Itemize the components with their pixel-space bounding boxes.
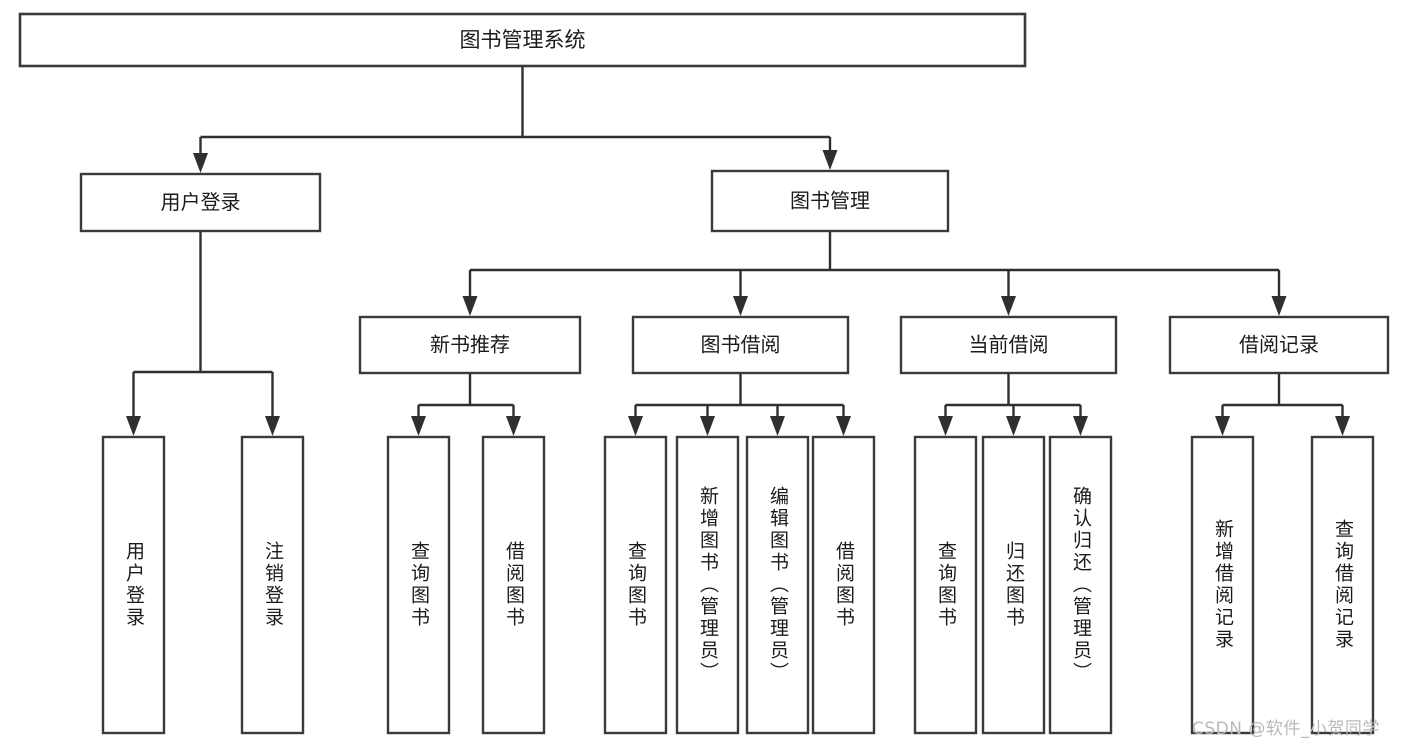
edge-group-book-manage bbox=[462, 231, 1287, 316]
arrow-head-icon bbox=[1001, 296, 1016, 316]
node-label-new-book-rec: 新书推荐 bbox=[430, 333, 510, 357]
node-box-current-borrow[interactable] bbox=[899, 315, 1118, 375]
node-box-leaf-query-book-rec[interactable] bbox=[386, 435, 451, 735]
connector-layer bbox=[126, 66, 1350, 436]
arrow-head-icon bbox=[628, 416, 643, 436]
arrow-head-icon bbox=[1006, 416, 1021, 436]
edge-group-borrow-record bbox=[1215, 373, 1350, 436]
watermark-text: CSDN @软件_小贺同学 bbox=[1192, 719, 1380, 739]
node-box-user-login[interactable] bbox=[79, 172, 322, 233]
arrow-head-icon bbox=[193, 153, 208, 173]
arrow-head-icon bbox=[822, 150, 838, 170]
arrow-head-icon bbox=[836, 416, 851, 436]
arrow-head-icon bbox=[938, 416, 953, 436]
node-box-borrow-record[interactable] bbox=[1168, 315, 1390, 375]
node-box-leaf-add-book[interactable] bbox=[675, 435, 740, 735]
node-box-leaf-edit-book[interactable] bbox=[745, 435, 810, 735]
node-label-borrow-record: 借阅记录 bbox=[1239, 333, 1319, 357]
node-box-leaf-confirm-return[interactable] bbox=[1048, 435, 1113, 735]
node-box-leaf-query-book-cur[interactable] bbox=[913, 435, 978, 735]
node-label-book-borrow: 图书借阅 bbox=[701, 333, 781, 357]
arrow-head-icon bbox=[265, 416, 280, 436]
edge-group-book-borrow bbox=[628, 373, 851, 436]
node-label-book-manage: 图书管理 bbox=[790, 189, 870, 213]
node-label-current-borrow: 当前借阅 bbox=[969, 333, 1049, 357]
node-box-leaf-user-login[interactable] bbox=[101, 435, 166, 735]
node-box-leaf-borrow-book-rec[interactable] bbox=[481, 435, 546, 735]
edge-group-current-borrow bbox=[938, 373, 1088, 436]
node-label-user-login: 用户登录 bbox=[161, 190, 241, 214]
arrow-head-icon bbox=[506, 416, 521, 436]
arrow-head-icon bbox=[733, 296, 748, 316]
root-title-label: 图书管理系统 bbox=[460, 28, 586, 52]
node-box-leaf-borrow-book[interactable] bbox=[811, 435, 876, 735]
node-box-leaf-add-record[interactable] bbox=[1190, 435, 1255, 735]
edge-group-root bbox=[193, 66, 838, 173]
arrow-head-icon bbox=[1073, 416, 1088, 436]
arrow-head-icon bbox=[700, 416, 715, 436]
node-box-book-borrow[interactable] bbox=[631, 315, 850, 375]
arrow-head-icon bbox=[1335, 416, 1350, 436]
node-box-new-book-rec[interactable] bbox=[358, 315, 582, 375]
arrow-head-icon bbox=[411, 416, 426, 436]
arrow-head-icon bbox=[126, 416, 141, 436]
node-box-leaf-user-logout[interactable] bbox=[240, 435, 305, 735]
node-box-leaf-return-book[interactable] bbox=[981, 435, 1046, 735]
node-box-root-图书管理系统[interactable] bbox=[18, 12, 1027, 68]
arrow-head-icon bbox=[770, 416, 785, 436]
arrow-head-icon bbox=[1215, 416, 1230, 436]
edge-group-user-login bbox=[126, 231, 280, 436]
node-box-book-manage[interactable] bbox=[710, 169, 950, 233]
edge-group-new-book-rec bbox=[411, 373, 521, 436]
node-box-leaf-query-record[interactable] bbox=[1310, 435, 1375, 735]
node-box-layer bbox=[18, 12, 1390, 735]
arrow-head-icon bbox=[1271, 296, 1287, 316]
node-box-leaf-query-book-borrow[interactable] bbox=[603, 435, 668, 735]
arrow-head-icon bbox=[462, 296, 478, 316]
